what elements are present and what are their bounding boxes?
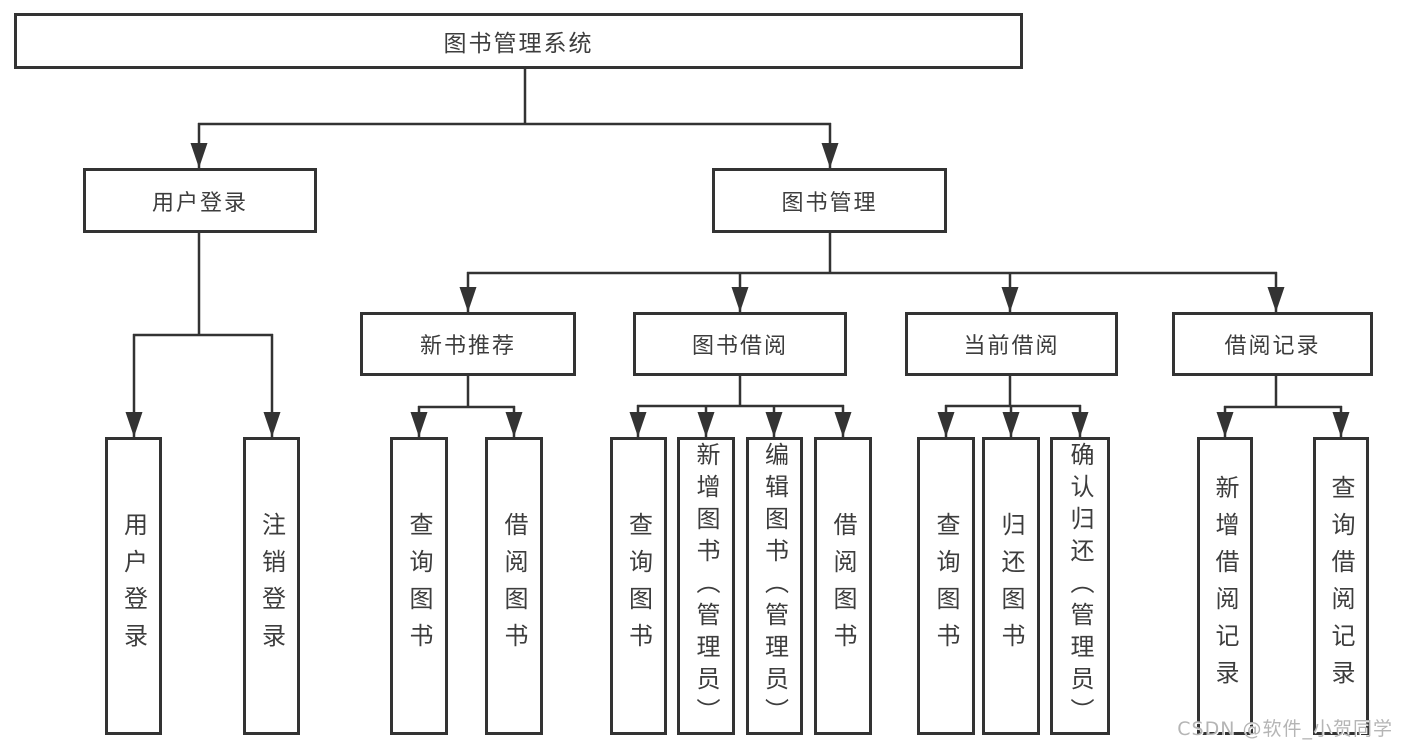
node-label: 新书推荐 (419, 334, 516, 359)
leaf-label: 借阅图书 (829, 512, 857, 660)
leaf-add-books-admin: 新增图书（管理员） (677, 437, 735, 735)
leaf-query-books-current: 查询图书 (917, 437, 975, 735)
node-borrow-records: 借阅记录 (1172, 312, 1373, 376)
leaf-borrow-books-recommend: 借阅图书 (485, 437, 543, 735)
leaf-user-login: 用户登录 (105, 437, 162, 735)
leaf-confirm-return-admin: 确认归还（管理员） (1050, 437, 1110, 735)
leaf-label: 确认归还（管理员） (1066, 442, 1094, 730)
node-label: 当前借阅 (963, 334, 1060, 359)
connector-new-books-to-leaves (410, 374, 523, 437)
node-new-book-recommend: 新书推荐 (360, 312, 576, 376)
leaf-label: 归还图书 (997, 512, 1025, 660)
leaf-query-books-recommend: 查询图书 (390, 437, 448, 735)
node-label: 图书管理系统 (443, 31, 594, 57)
leaf-label: 查询图书 (932, 512, 960, 660)
leaf-return-books: 归还图书 (982, 437, 1040, 735)
leaf-logout: 注销登录 (243, 437, 300, 735)
leaf-add-borrow-record: 新增借阅记录 (1197, 437, 1253, 735)
leaf-label: 注销登录 (257, 512, 286, 660)
node-book-management: 图书管理 (712, 168, 947, 233)
leaf-edit-books-admin: 编辑图书（管理员） (746, 437, 803, 735)
node-label: 图书管理 (781, 190, 878, 216)
leaf-query-borrow-record: 查询借阅记录 (1313, 437, 1369, 735)
node-label: 图书借阅 (691, 334, 788, 359)
connector-book-borrow-to-leaves (629, 374, 852, 437)
connector-borrow-records-to-leaves (1216, 374, 1350, 437)
leaf-query-books-borrow: 查询图书 (610, 437, 667, 735)
leaf-borrow-books: 借阅图书 (814, 437, 872, 735)
leaf-label: 查询借阅记录 (1327, 475, 1355, 697)
leaf-label: 查询图书 (405, 512, 433, 660)
connector-user-login-to-leaves (125, 232, 281, 437)
leaf-label: 借阅图书 (500, 512, 528, 660)
leaf-label: 编辑图书（管理员） (760, 442, 789, 730)
leaf-label: 新增借阅记录 (1211, 475, 1239, 697)
node-label: 用户登录 (151, 190, 248, 216)
connector-root-to-level2 (190, 68, 839, 168)
leaf-label: 查询图书 (624, 512, 653, 660)
connector-current-borrow-to-leaves (937, 374, 1089, 437)
node-current-borrow: 当前借阅 (905, 312, 1118, 376)
node-library-management-system: 图书管理系统 (14, 13, 1023, 69)
leaf-label: 新增图书（管理员） (692, 442, 720, 730)
node-user-login: 用户登录 (83, 168, 317, 233)
leaf-label: 用户登录 (119, 512, 148, 660)
csdn-watermark: CSDN @软件_小贺同学 (1177, 718, 1393, 740)
node-label: 借阅记录 (1224, 334, 1321, 359)
connector-book-management-to-level3 (459, 231, 1285, 312)
node-book-borrow: 图书借阅 (633, 312, 847, 376)
